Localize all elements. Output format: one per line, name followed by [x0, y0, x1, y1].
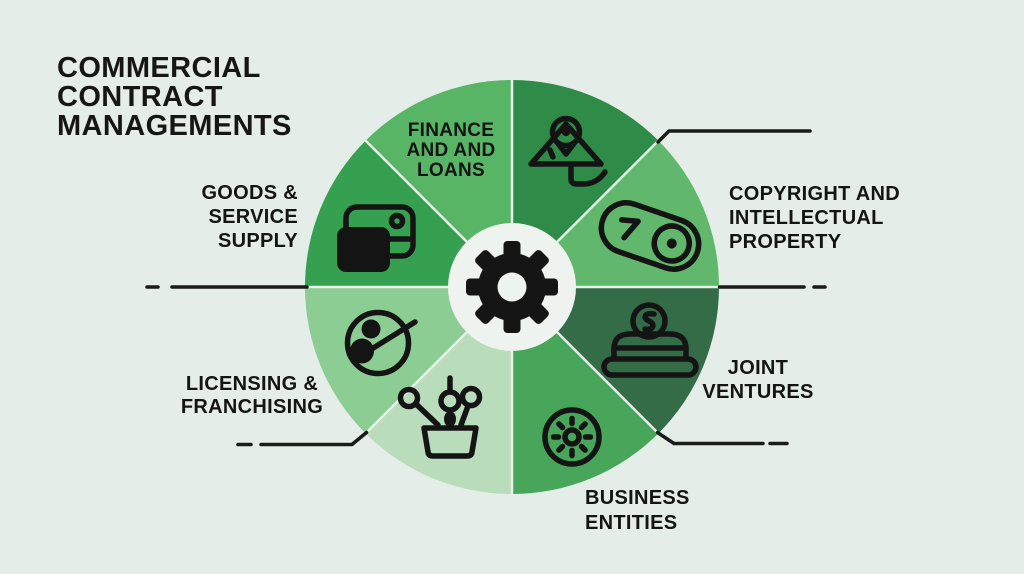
label-licensing-franchising: LICENSING & FRANCHISING	[177, 373, 327, 419]
label-line: VENTURES	[702, 381, 814, 403]
gear-icon	[466, 241, 558, 333]
label-line: FRANCHISING	[180, 396, 324, 418]
label-business-entities: BUSINESS ENTITIES	[585, 486, 725, 536]
title-line: MANAGEMENTS	[57, 110, 292, 142]
label-line: LOANS	[417, 160, 485, 181]
label-line: LICENSING &	[185, 373, 319, 395]
label-line: AND AND	[406, 140, 496, 161]
connector-top-right	[656, 129, 812, 144]
connector-bottom-left	[236, 430, 369, 447]
title-line: COMMERCIAL	[57, 52, 261, 84]
megaphone-icon	[344, 309, 418, 377]
label-line: INTELLECTUAL	[729, 207, 884, 229]
label-line: ENTITIES	[585, 512, 678, 534]
label-joint-ventures: JOINT VENTURES	[697, 356, 819, 404]
wallet-icon	[337, 204, 416, 272]
label-line: GOODS &	[201, 182, 298, 204]
location-pin-icon	[528, 115, 608, 187]
money-bag-icon	[601, 302, 699, 378]
connector-bottom-right	[655, 430, 789, 446]
film-roll-icon	[598, 200, 702, 272]
label-line: JOINT	[727, 357, 789, 379]
label-line: PROPERTY	[729, 231, 842, 253]
label-line: SUPPLY	[218, 230, 298, 252]
label-goods-service-supply: GOODS & SERVICE SUPPLY	[150, 181, 298, 253]
plant-icon	[397, 375, 483, 459]
label-copyright-intellectual-property: COPYRIGHT AND INTELLECTUAL PROPERTY	[729, 182, 929, 254]
label-finance-and-loans: FINANCE AND AND LOANS	[391, 121, 511, 181]
page-title: COMMERCIAL CONTRACT MANAGEMENTS	[57, 54, 377, 141]
title-line: CONTRACT	[57, 81, 223, 113]
label-line: SERVICE	[208, 206, 298, 228]
label-line: COPYRIGHT AND	[729, 183, 900, 205]
label-line: FINANCE	[407, 120, 495, 141]
coin-icon	[542, 407, 602, 467]
label-line: BUSINESS	[585, 487, 690, 509]
